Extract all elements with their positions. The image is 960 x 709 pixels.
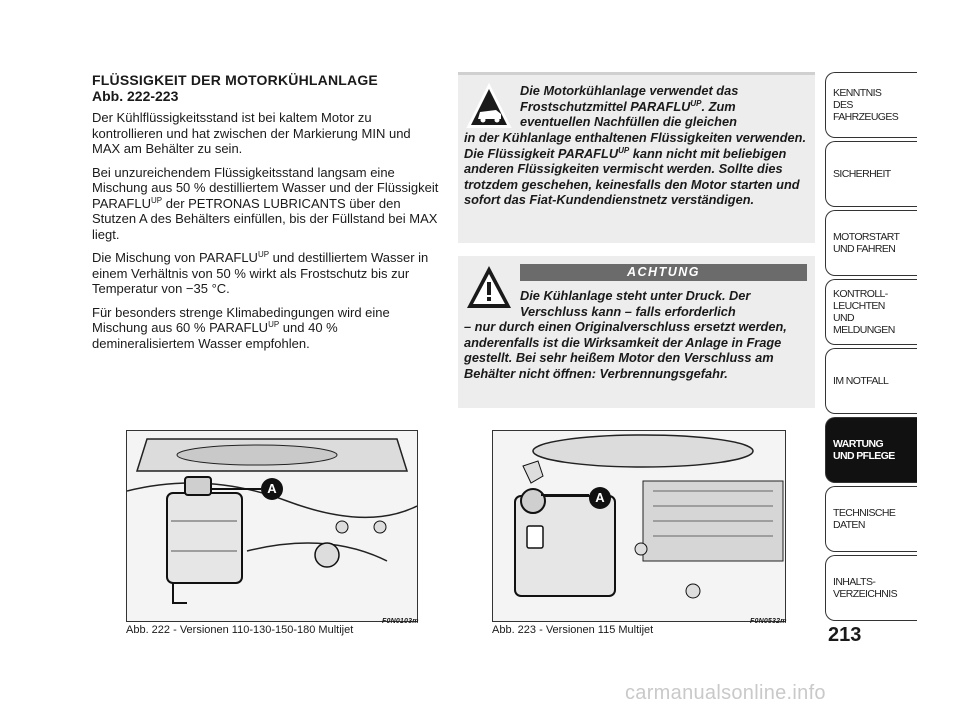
engine-figure-1: A bbox=[126, 430, 418, 622]
section-text: FLÜSSIGKEIT DER MOTORKÜHLANLAGE Abb. 222… bbox=[92, 72, 442, 359]
tab-im-notfall[interactable]: IM NOTFALL bbox=[825, 348, 917, 414]
tab-kontrollleuchten[interactable]: KONTROLL- LEUCHTEN UND MELDUNGEN bbox=[825, 279, 917, 345]
section-title: FLÜSSIGKEIT DER MOTORKÜHLANLAGE bbox=[92, 72, 378, 88]
engine-figure-2: A bbox=[492, 430, 786, 622]
info-box-text: in der Kühlanlage enthaltenen Flüssigkei… bbox=[464, 130, 807, 208]
tab-sicherheit[interactable]: SICHERHEIT bbox=[825, 141, 917, 207]
page-number: 213 bbox=[828, 624, 862, 646]
warning-box: ACHTUNG Die Kühlanlage steht unter Druck… bbox=[458, 256, 815, 408]
marker-a-1: A bbox=[261, 478, 283, 500]
paragraph-1: Der Kühlflüssigkeitsstand ist bei kaltem… bbox=[92, 110, 411, 156]
marker-a-2: A bbox=[589, 487, 611, 509]
figure-2-caption: Abb. 223 - Versionen 115 Multijet bbox=[492, 624, 654, 636]
info-box: Die Motorkühlanlage verwendet das Frosts… bbox=[458, 72, 815, 243]
info-box-heading: Die Motorkühlanlage verwendet das Frosts… bbox=[520, 83, 739, 130]
figure-2-code: F0N0532m bbox=[750, 618, 787, 625]
tab-kenntnis[interactable]: KENNTNIS DES FAHRZEUGES bbox=[825, 72, 917, 138]
engine-drawing-1 bbox=[127, 431, 417, 621]
tab-inhaltsverzeichnis[interactable]: INHALTS- VERZEICHNIS bbox=[825, 555, 917, 621]
paragraph-4: Für besonders strenge Klimabedingungen w… bbox=[92, 304, 390, 351]
chapter-tabs: KENNTNIS DES FAHRZEUGES SICHERHEIT MOTOR… bbox=[825, 72, 917, 624]
warning-heading: Die Kühlanlage steht unter Druck. Der Ve… bbox=[520, 288, 751, 319]
engine-drawing-2 bbox=[493, 431, 785, 621]
figure-1-code: F0N0103m bbox=[382, 618, 419, 625]
warning-label: ACHTUNG bbox=[520, 264, 807, 281]
paragraph-2: Bei unzureichendem Flüssigkeitsstand lan… bbox=[92, 164, 439, 242]
warning-text: – nur durch einen Originalverschluss ers… bbox=[464, 319, 787, 381]
warning-triangle-icon bbox=[467, 266, 511, 308]
tab-technische-daten[interactable]: TECHNISCHE DATEN bbox=[825, 486, 917, 552]
watermark: carmanualsonline.info bbox=[625, 682, 826, 704]
paragraph-3: Die Mischung von PARAFLUUP und destillie… bbox=[92, 250, 429, 296]
car-service-icon bbox=[466, 83, 512, 128]
figure-1-caption: Abb. 222 - Versionen 110-130-150-180 Mul… bbox=[126, 624, 354, 636]
section-figure-ref: Abb. 222-223 bbox=[92, 88, 179, 104]
tab-wartung[interactable]: WARTUNG UND PFLEGE bbox=[825, 417, 917, 483]
tab-motorstart[interactable]: MOTORSTART UND FAHREN bbox=[825, 210, 917, 276]
